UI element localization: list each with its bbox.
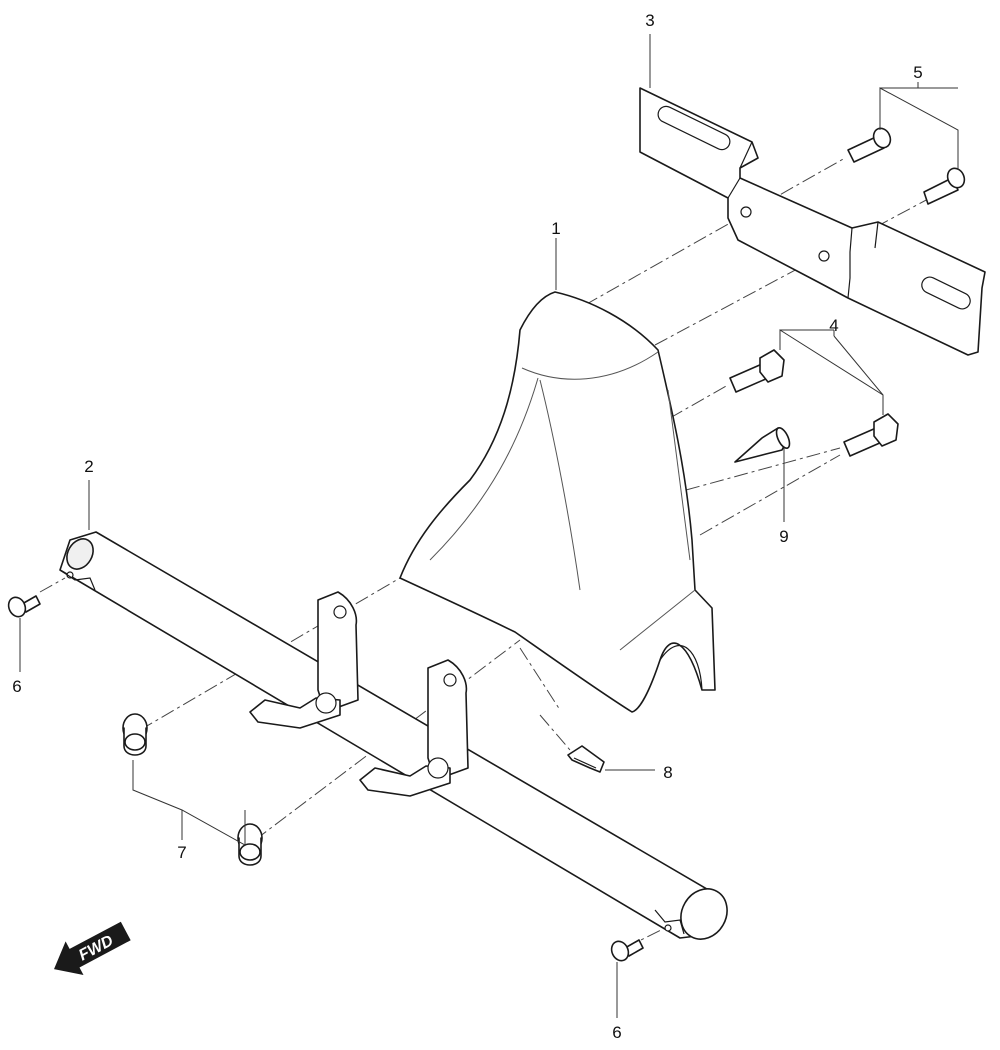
fwd-arrow: FWD (53, 921, 131, 976)
cross-tube (59, 531, 728, 940)
license-bracket (639, 87, 986, 356)
mount-tab-right (359, 659, 469, 797)
leader-lines (19, 34, 959, 1018)
clip-8 (567, 745, 605, 773)
nut-7a (122, 713, 148, 756)
callout-6-right: 6 (612, 1023, 621, 1042)
mount-tab-left (249, 591, 359, 729)
callout-9: 9 (779, 527, 788, 546)
hex-bolt-4b (843, 413, 899, 457)
bolt-5a (847, 127, 892, 163)
screw-6-right (610, 939, 644, 962)
callout-7: 7 (177, 843, 186, 862)
hex-bolt-4a (729, 349, 785, 393)
bolt-5b (923, 167, 966, 205)
nut-7b (237, 823, 263, 866)
callout-8: 8 (663, 763, 672, 782)
callout-2: 2 (84, 457, 93, 476)
callout-3: 3 (645, 11, 654, 30)
callout-4: 4 (829, 316, 838, 335)
callout-1: 1 (551, 219, 560, 238)
callout-6-left: 6 (12, 677, 21, 696)
screw-6-left (7, 595, 41, 618)
rivet-9 (734, 427, 791, 463)
fender-cover (399, 291, 716, 713)
callout-5: 5 (913, 63, 922, 82)
